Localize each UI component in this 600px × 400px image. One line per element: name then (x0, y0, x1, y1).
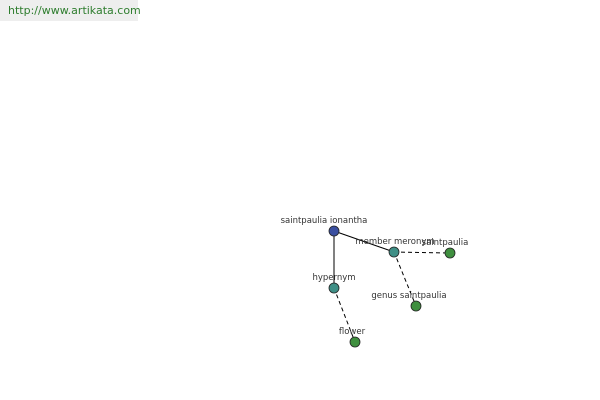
node-hypernym[interactable] (328, 282, 340, 294)
edge-member-meronym-to-genus-saintpaulia (393, 251, 417, 307)
edge-hypernym-to-flower (333, 287, 356, 343)
edge-member-meronym-to-saintpaulia (393, 251, 451, 254)
url-link[interactable]: http://www.artikata.com (8, 4, 141, 17)
graph-nodes (328, 225, 456, 348)
graph-edges (333, 230, 451, 343)
url-banner[interactable]: http://www.artikata.com (0, 0, 141, 21)
node-flower[interactable] (349, 336, 361, 348)
label-member-meronym: member meronym (355, 237, 434, 247)
label-flower: flower (339, 327, 366, 337)
node-member-meronym[interactable] (388, 246, 400, 258)
label-saintpaulia: saintpaulia (422, 238, 469, 248)
edge-root-to-member-meronym (333, 230, 395, 253)
node-saintpaulia[interactable] (444, 247, 456, 259)
node-root[interactable] (328, 225, 340, 237)
node-genus-saintpaulia[interactable] (410, 300, 422, 312)
graph-labels: saintpaulia ionantha member meronym hypern… (281, 216, 469, 337)
label-root: saintpaulia ionantha (281, 216, 368, 226)
label-hypernym: hypernym (312, 273, 355, 283)
label-genus-saintpaulia: genus saintpaulia (371, 291, 446, 301)
